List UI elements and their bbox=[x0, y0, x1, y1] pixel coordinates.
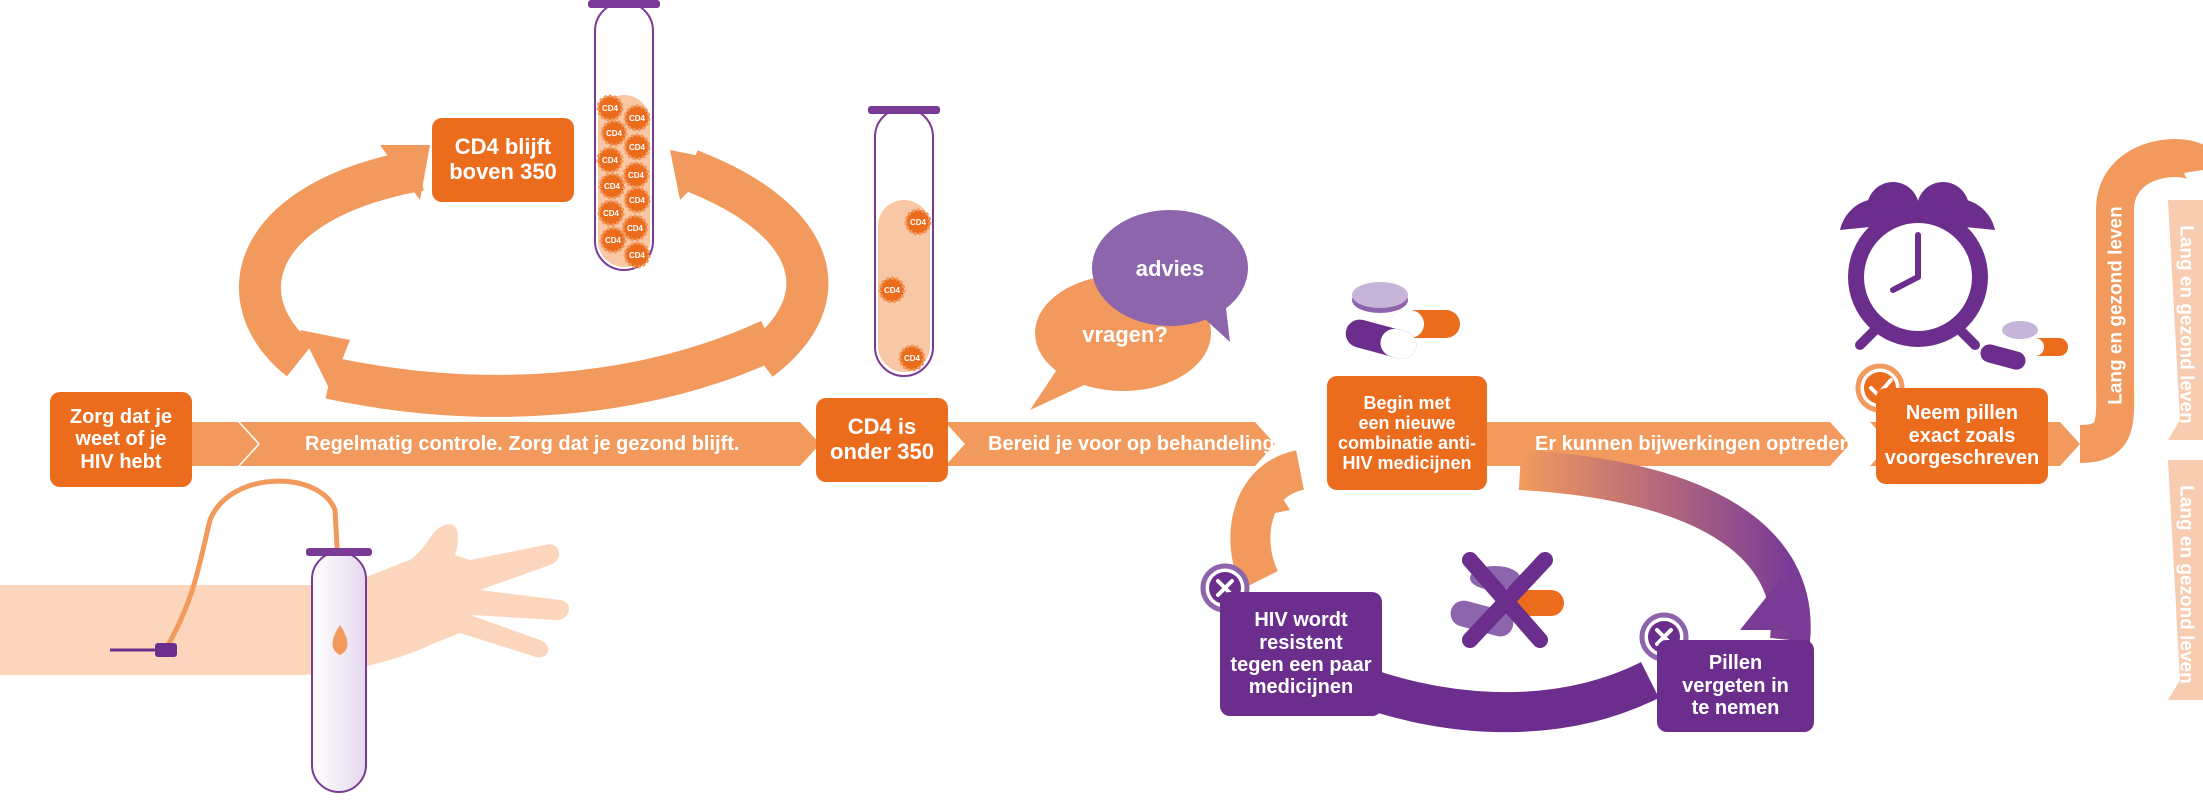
arm-illustration bbox=[0, 478, 570, 675]
bubble-questions: vragen? bbox=[1082, 322, 1168, 347]
cd4-cell-label: CD4 bbox=[629, 143, 646, 152]
cd4-cell bbox=[600, 119, 628, 147]
cd4-cell-label: CD4 bbox=[910, 218, 927, 227]
cd4-cell-label: CD4 bbox=[606, 129, 623, 138]
life-loop-right-band bbox=[2168, 200, 2203, 700]
step-side-effects-label: Er kunnen bijwerkingen optreden bbox=[1535, 433, 1852, 455]
cd4-cell-label: CD4 bbox=[602, 156, 619, 165]
step-know-hiv-status: Zorg dat je weet of je HIV hebt bbox=[50, 392, 192, 487]
cd4-cell bbox=[898, 344, 926, 372]
cd4-cell-label: CD4 bbox=[628, 171, 645, 180]
cd4-cell-label: CD4 bbox=[604, 182, 621, 191]
step-take-pills: Neem pillen exact zoals voorgeschreven bbox=[1876, 388, 2048, 484]
cd4-cell bbox=[623, 186, 651, 214]
cd4-cell bbox=[599, 226, 627, 254]
cd4-cell-label: CD4 bbox=[629, 114, 646, 123]
cd4-cell bbox=[623, 133, 651, 161]
monitoring-loop bbox=[238, 149, 829, 417]
cd4-cell-label: CD4 bbox=[904, 354, 921, 363]
cd4-cell bbox=[623, 104, 651, 132]
step-forget-pills: Pillen vergeten in te nemen bbox=[1657, 640, 1814, 732]
alarm-clock-icon bbox=[1840, 182, 1995, 350]
blood-test-tube bbox=[306, 548, 372, 793]
long-life-label-right-bottom: Lang en gezond leven bbox=[2175, 485, 2197, 684]
small-pills-icon bbox=[1980, 321, 2068, 370]
cd4-cell bbox=[878, 276, 906, 304]
cd4-cell-label: CD4 bbox=[629, 196, 646, 205]
step-hiv-resistant: HIV wordt resistent tegen een paar medic… bbox=[1220, 592, 1382, 716]
cd4-cell bbox=[597, 199, 625, 227]
cd4-cell-label: CD4 bbox=[602, 104, 619, 113]
cd4-cell bbox=[621, 214, 649, 242]
monitoring-loop-arrowheads bbox=[300, 145, 720, 390]
cd4-cell bbox=[904, 208, 932, 236]
step-cd4-above-350: CD4 blijft boven 350 bbox=[432, 118, 574, 202]
cd4-cell-label: CD4 bbox=[884, 286, 901, 295]
cd4-cell bbox=[596, 146, 624, 174]
cd4-cell-label: CD4 bbox=[629, 251, 646, 260]
step-monitor-label: Regelmatig controle. Zorg dat je gezond … bbox=[305, 433, 740, 455]
step-begin-treatment: Begin met een nieuwe combinatie anti- HI… bbox=[1327, 376, 1487, 490]
step-prepare-label: Bereid je voor op behandeling bbox=[988, 433, 1275, 455]
long-life-label-loop: Lang en gezond leven bbox=[2105, 206, 2127, 405]
test-tube-low-cd4 bbox=[868, 106, 940, 377]
crossed-pills-icon bbox=[1450, 552, 1564, 648]
pills-icon bbox=[1345, 282, 1460, 359]
cd4-cell-label: CD4 bbox=[603, 209, 620, 218]
step-cd4-below-350: CD4 is onder 350 bbox=[816, 398, 948, 482]
cd4-cell bbox=[623, 241, 651, 269]
cd4-cell-label: CD4 bbox=[627, 224, 644, 233]
cd4-cell-label: CD4 bbox=[605, 236, 622, 245]
long-life-label-right-top: Lang en gezond leven bbox=[2175, 225, 2197, 424]
speech-bubble-icon bbox=[1030, 210, 1248, 410]
cd4-cell bbox=[598, 172, 626, 200]
life-loop-arrowhead bbox=[2096, 195, 2134, 220]
cd4-cell bbox=[622, 161, 650, 189]
bubble-advice: advies bbox=[1135, 256, 1205, 281]
cd4-cell bbox=[596, 94, 624, 122]
